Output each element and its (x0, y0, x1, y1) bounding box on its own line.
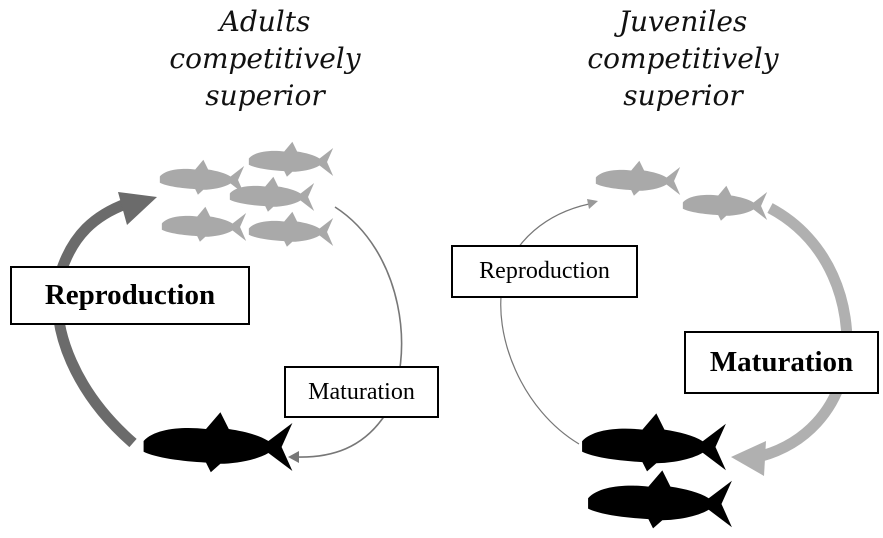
left-juvenile-fish-school (160, 142, 333, 247)
adult-fish-icon (588, 470, 732, 528)
left-maturation-arrowhead (288, 451, 299, 463)
right-title-line-2: competitively (583, 40, 783, 77)
right-maturation-label: Maturation (684, 331, 879, 394)
juvenile-fish-icon (249, 212, 333, 247)
juvenile-fish-icon (230, 177, 314, 212)
left-title-line-3: superior (165, 77, 365, 114)
adult-fish-icon (582, 413, 726, 471)
left-title-line-2: competitively (165, 40, 365, 77)
right-adult-fish (582, 413, 732, 528)
right-reproduction-arrow (501, 204, 589, 444)
right-maturation-arrowhead (731, 441, 766, 476)
left-maturation-label: Maturation (284, 366, 439, 418)
juvenile-fish-icon (683, 186, 767, 221)
left-adult-fish (144, 412, 293, 472)
juvenile-fish-icon (596, 161, 680, 196)
juvenile-fish-icon (162, 207, 246, 242)
right-title-line-3: superior (583, 77, 783, 114)
left-title-line-1: Adults (165, 3, 365, 40)
right-reproduction-label: Reproduction (451, 245, 638, 298)
juvenile-fish-icon (160, 160, 244, 195)
right-title-line-1: Juveniles (583, 3, 783, 40)
adult-fish-icon (144, 412, 293, 472)
right-cycle-title: Juveniles competitively superior (583, 3, 783, 114)
right-juvenile-fish (596, 161, 767, 221)
left-maturation-arrow (296, 207, 402, 457)
right-reproduction-arrowhead (587, 199, 598, 209)
left-reproduction-arrowhead (118, 192, 157, 225)
left-cycle-title: Adults competitively superior (165, 3, 365, 114)
left-reproduction-label: Reproduction (10, 266, 250, 325)
juvenile-fish-icon (249, 142, 333, 177)
